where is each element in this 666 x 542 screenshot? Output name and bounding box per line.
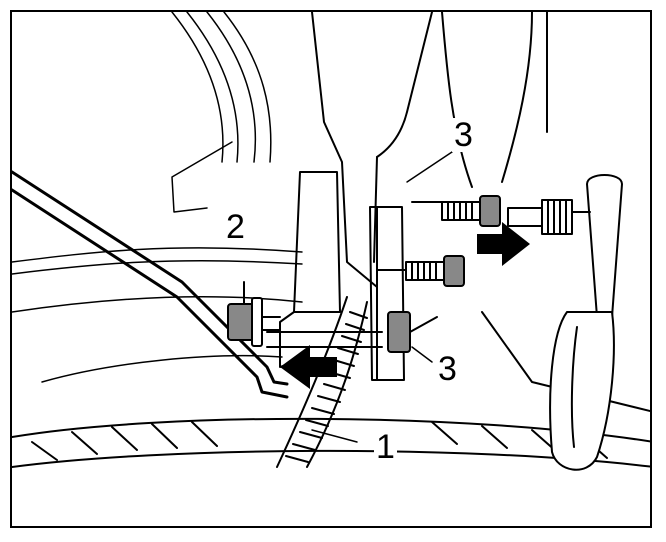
arrow-left-icon [280, 345, 337, 389]
arrow-right-icon [477, 222, 530, 266]
bolt-icon-middle [376, 255, 465, 287]
nut-icon [387, 311, 438, 353]
callout-label-3-lower: 3 [436, 350, 459, 388]
brake-line [12, 170, 289, 399]
technical-illustration [12, 12, 650, 471]
socket-wrench-icon [507, 174, 623, 471]
arrow-icon [280, 222, 530, 389]
bolt-icon-upper [411, 195, 501, 227]
strut-housing [311, 12, 548, 288]
bolt-icon-left [227, 281, 281, 347]
diagram-frame: 2 3 3 1 [10, 10, 652, 528]
callout-label-2: 2 [224, 208, 247, 246]
leader-lines [311, 151, 453, 443]
callout-label-3-upper: 3 [452, 116, 475, 154]
callout-label-1: 1 [374, 428, 397, 466]
background-hoses [12, 12, 303, 383]
bracket-icon [266, 171, 405, 381]
